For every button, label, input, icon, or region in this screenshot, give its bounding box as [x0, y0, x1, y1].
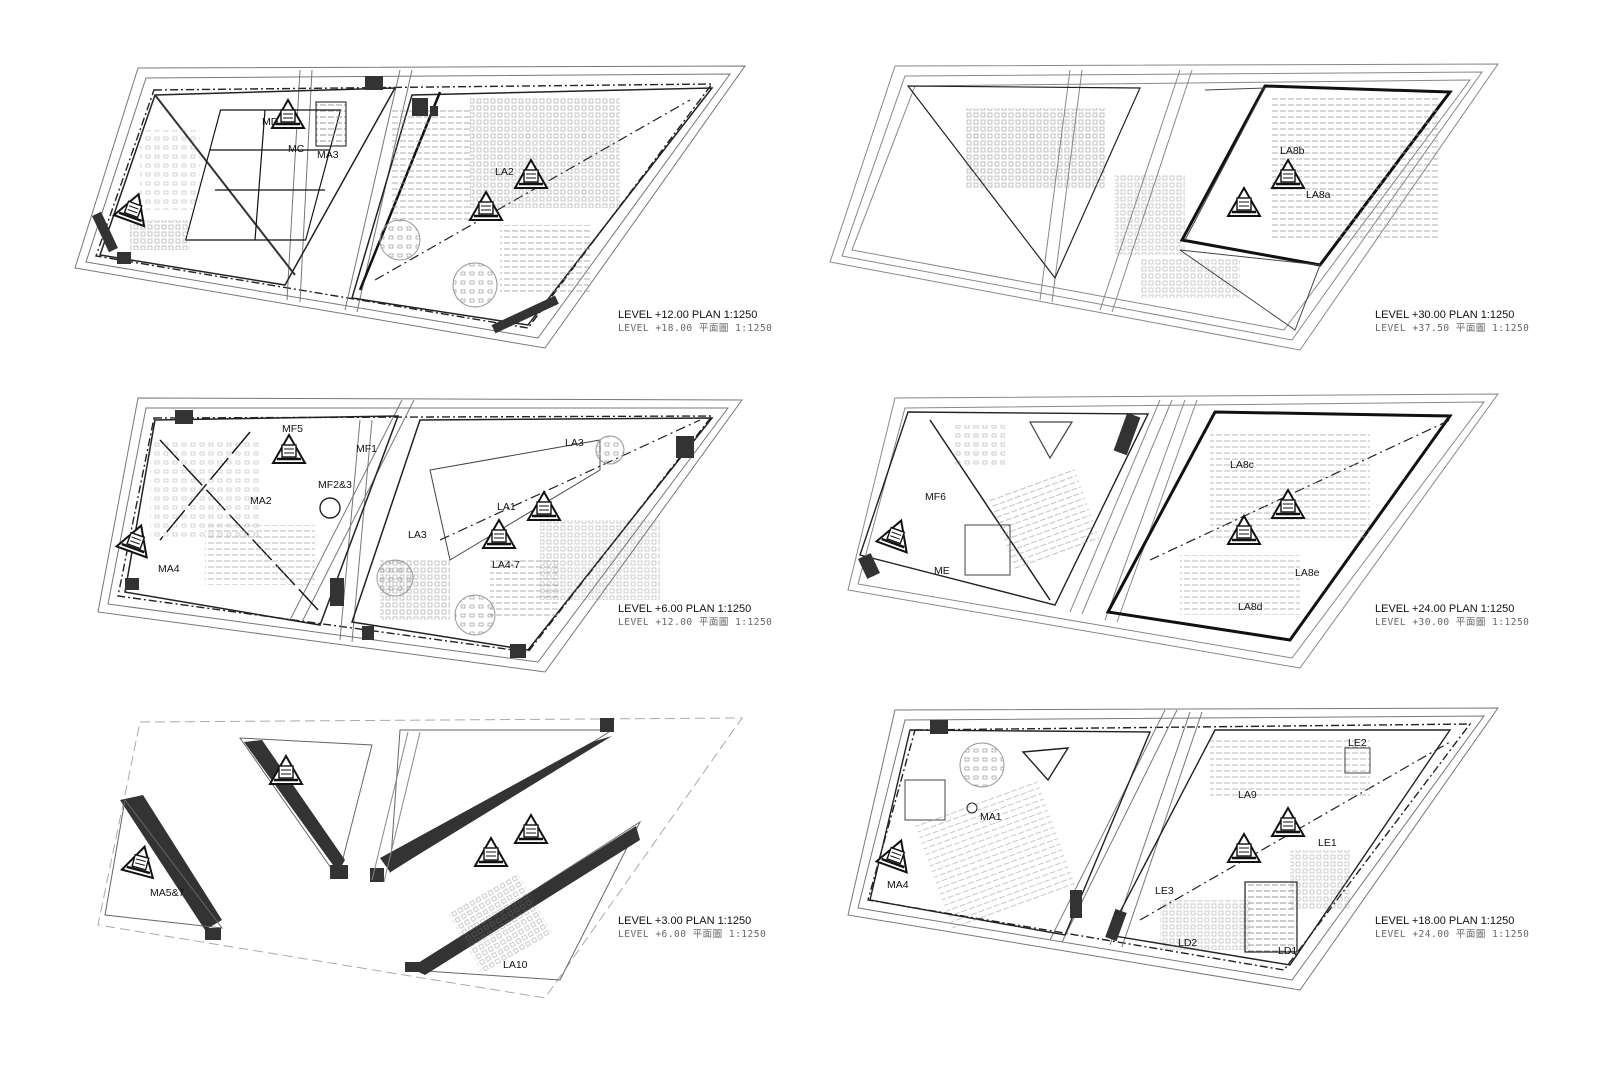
room-label: MA4	[158, 563, 180, 575]
room-label: LD2	[1178, 937, 1197, 949]
plan-outline	[74, 65, 746, 349]
plan-caption: LEVEL +3.00 PLAN 1:1250	[618, 915, 751, 927]
left-wing	[858, 411, 1150, 606]
room-label: LA8e	[1295, 567, 1320, 579]
right-wing	[1105, 410, 1453, 642]
room-label: LA3	[408, 529, 427, 541]
plan-caption-sub: LEVEL +24.00 平面圖 1:1250	[1375, 929, 1529, 940]
room-labels: MD MC MA3 LA2	[262, 116, 514, 178]
room-label: LE1	[1318, 837, 1337, 849]
room-label: LA8b	[1280, 145, 1305, 157]
room-label: LA9	[1238, 789, 1257, 801]
room-label: LE2	[1348, 737, 1367, 749]
room-label: MD	[262, 116, 279, 128]
circulation-lines	[371, 731, 421, 883]
room-label: MA2	[250, 495, 272, 507]
right-wing	[351, 87, 714, 334]
plan-caption: LEVEL +24.00 PLAN 1:1250	[1375, 603, 1514, 615]
right-wing	[1179, 84, 1453, 331]
seating-array	[1115, 175, 1185, 255]
plan-outline	[847, 393, 1499, 669]
room-label: LA1	[497, 501, 516, 513]
room-label: LA8d	[1238, 601, 1263, 613]
room-labels: MA5&7 LA10	[150, 887, 528, 971]
room-labels: MF5 MF1 MF2&3 MA2 MA4 LA3 LA3 LA1 LA4-7	[158, 423, 584, 575]
plan-caption-sub: LEVEL +18.00 平面圖 1:1250	[618, 323, 772, 334]
room-label: MF2&3	[318, 479, 352, 491]
plan-caption: LEVEL +30.00 PLAN 1:1250	[1375, 309, 1514, 321]
room-label: LA8c	[1230, 459, 1254, 471]
room-labels: MA1 MA4 LE2 LA9 LE1 LE3 LD2 LD1	[887, 737, 1367, 957]
plan-level-3: MA5&7 LA10 LEVEL +3.00 PLAN 1:1250 LEVEL…	[97, 717, 766, 999]
seating-array	[965, 108, 1105, 188]
plan-level-18: MA1 MA4 LE2 LA9 LE1 LE3 LD2 LD1 LEVEL +1…	[847, 707, 1529, 991]
right-wing	[330, 417, 714, 658]
plan-caption-sub: LEVEL +6.00 平面圖 1:1250	[618, 929, 766, 940]
plan-caption-sub: LEVEL +30.00 平面圖 1:1250	[1375, 617, 1529, 628]
plan-level-24: MF6 ME LA8c LA8e LA8d LEVEL +24.00 PLAN …	[847, 393, 1529, 669]
right-wing	[1105, 729, 1452, 966]
plan-caption-sub: LEVEL +12.00 平面圖 1:1250	[618, 617, 772, 628]
room-label: LE3	[1155, 885, 1174, 897]
room-label: MA4	[887, 879, 909, 891]
room-label: LA8a	[1306, 189, 1331, 201]
plan-level-12: MD MC MA3 LA2 LEVEL +12.00 PLAN 1:1250 L…	[74, 65, 772, 349]
room-label: LD1	[1278, 945, 1297, 957]
seating-array	[1140, 258, 1240, 298]
room-label: MA3	[317, 149, 339, 161]
plan-level-30: LA8b LA8a LEVEL +30.00 PLAN 1:1250 LEVEL…	[829, 63, 1529, 351]
room-label: MA5&7	[150, 887, 185, 899]
room-label: MF1	[356, 443, 377, 455]
plan-caption-sub: LEVEL +37.50 平面圖 1:1250	[1375, 323, 1529, 334]
plan-caption: LEVEL +18.00 PLAN 1:1250	[1375, 915, 1514, 927]
plan-caption: LEVEL +12.00 PLAN 1:1250	[618, 309, 757, 321]
left-wing	[115, 410, 400, 626]
room-label: ME	[934, 565, 950, 577]
room-labels: MF6 ME LA8c LA8e LA8d	[925, 459, 1320, 613]
room-label: MF6	[925, 491, 946, 503]
room-label: LA10	[503, 959, 528, 971]
plan-level-6: MF5 MF1 MF2&3 MA2 MA4 LA3 LA3 LA1 LA4-7 …	[97, 397, 772, 673]
room-label: LA3	[565, 437, 584, 449]
structural-walls	[104, 718, 642, 981]
plan-caption: LEVEL +6.00 PLAN 1:1250	[618, 603, 751, 615]
room-label: LA2	[495, 166, 514, 178]
room-label: LA4-7	[492, 559, 520, 571]
left-wing	[869, 720, 1152, 936]
left-wing	[92, 76, 397, 286]
room-labels: LA8b LA8a	[1280, 145, 1331, 201]
plan-outline	[97, 717, 743, 999]
room-label: MF5	[282, 423, 303, 435]
room-label: MC	[288, 143, 305, 155]
room-label: MA1	[980, 811, 1002, 823]
